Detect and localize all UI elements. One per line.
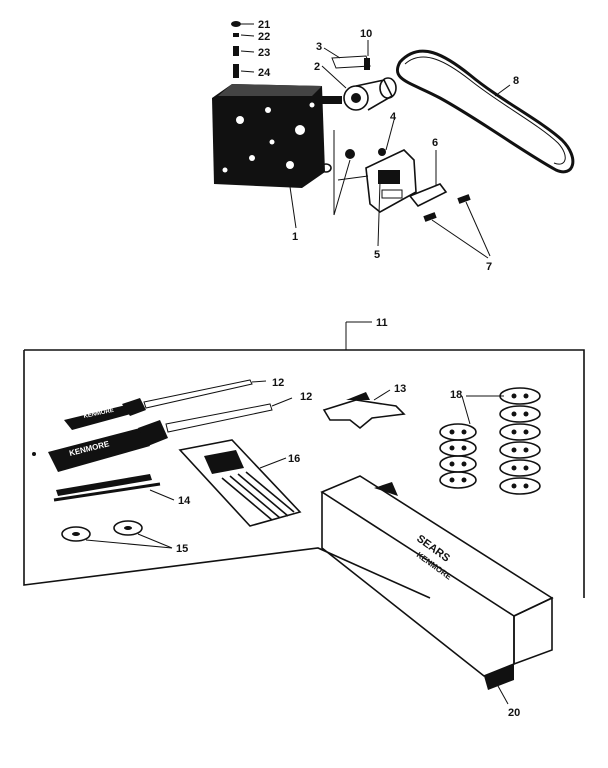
callout-12-a: 12 [272,377,284,389]
callout-4: 4 [390,111,397,123]
bobbin-stack-left [439,423,477,489]
callout-22: 22 [258,31,270,43]
left-marker [32,452,36,456]
callout-15: 15 [176,543,188,555]
washers-15: 15 [61,520,188,555]
callout-14: 14 [178,495,191,507]
motor-pulley [343,77,397,111]
callout-13: 13 [394,383,406,395]
motor-leaders [288,40,511,247]
callout-11: 11 [376,317,388,329]
kit-panel-outline [23,349,585,599]
callout-18: 18 [450,389,462,401]
callout-12-b: 12 [300,391,312,403]
small-screws-21-24 [231,21,255,78]
callout-23: 23 [258,47,270,59]
storage-box-20: SEARS KENMORE 20 [320,475,554,719]
callout-10: 10 [360,28,372,40]
callout-16: 16 [288,453,300,465]
accessory-kit: 11 KENMORE 12 KENMORE 12 13 [23,317,585,719]
latch-plate [408,150,448,208]
bracket-3 [331,55,371,70]
motor-body [212,84,342,188]
mount-screws [320,130,386,216]
screwdriver-large: KENMORE 12 [48,391,312,472]
callout-8: 8 [513,75,519,87]
screws-7 [423,194,491,259]
callout-3: 3 [316,41,322,53]
needle-packet-16: 16 [178,439,302,527]
callout-20: 20 [508,707,520,719]
callout-6: 6 [432,137,438,149]
belt [396,49,575,174]
bobbins-18: 18 [439,387,541,495]
callout-7: 7 [486,261,492,273]
pins-14: 14 [53,474,191,507]
motor-assembly: 21 22 23 24 10 3 2 8 4 6 1 5 7 [212,19,575,273]
wrench-13: 13 [322,383,406,430]
callout-24: 24 [258,67,271,79]
switch-bracket [337,149,417,213]
callout-2: 2 [314,61,320,73]
callout-21: 21 [258,19,270,31]
screwdriver-small: KENMORE 12 [64,377,284,430]
callout-1: 1 [292,231,298,243]
bobbin-stack-right [499,387,541,495]
callout-5: 5 [374,249,380,261]
